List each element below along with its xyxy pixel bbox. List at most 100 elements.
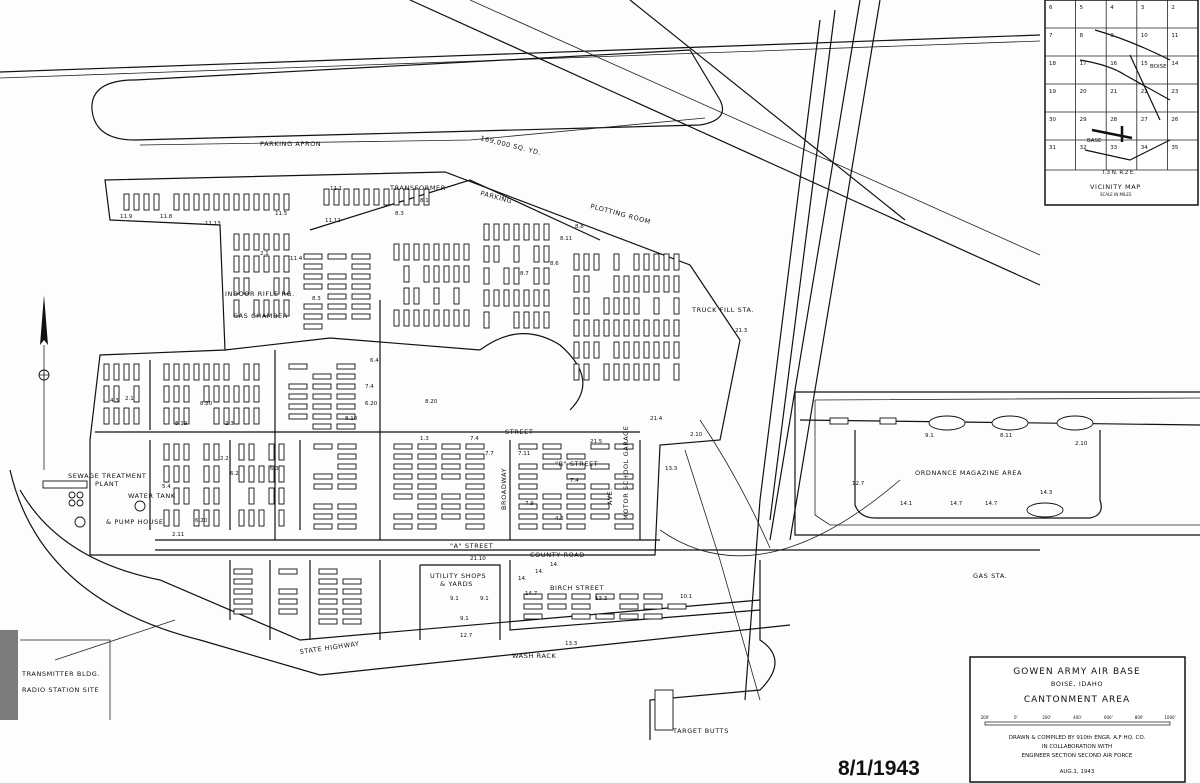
building [253,299,260,317]
building [533,289,540,307]
building [590,443,610,450]
building-number: 21.4 [650,416,663,422]
building-number: 11.1 [330,186,342,192]
building-number: 13.3 [565,641,578,647]
building-number: 7.9 [525,501,534,507]
credit-line1: DRAWN & COMPILED BY 910th ENGR. A.F HQ. … [1009,735,1146,741]
building [614,513,634,520]
building [288,393,308,400]
building [342,608,362,615]
vicinity-section-number: 32 [1080,145,1087,151]
building-number: 14.7 [525,591,538,597]
building [393,309,400,327]
building [203,443,210,461]
building [337,443,357,450]
building [518,523,538,530]
building [542,503,562,510]
building [327,283,347,290]
building [351,303,371,310]
building [566,483,586,490]
building [336,363,356,370]
label-broadway: BROADWAY [500,468,508,510]
vicinity-section-number: 14 [1171,61,1178,67]
building [243,407,250,425]
building [613,275,620,293]
vicinity-section-number: 33 [1110,145,1117,151]
building [233,385,240,403]
building [453,265,460,283]
building [443,265,450,283]
building [273,299,280,317]
building [133,193,140,211]
building [123,193,130,211]
building [253,255,260,273]
vicinity-section-number: 10 [1141,33,1148,39]
building [123,407,130,425]
building [123,363,130,381]
building [542,513,562,520]
title-line2: BOISE, IDAHO [1051,680,1103,688]
building [238,443,245,461]
building [413,188,420,206]
building [351,293,371,300]
vicinity-section-number: 23 [1171,89,1178,95]
building [327,253,347,260]
vicinity-section-number: 17 [1080,61,1087,67]
building [653,319,660,337]
building [573,341,580,359]
building [633,275,640,293]
building-number: 4.2 [555,516,564,522]
building [623,297,630,315]
ordnance-magazine-area: ORDNANCE MAGAZINE AREA GAS STA. [794,391,1200,580]
building [327,313,347,320]
building [312,423,332,430]
building [403,265,410,283]
building [303,283,323,290]
building [523,223,530,241]
building [337,463,357,470]
building [203,487,210,505]
building [342,618,362,625]
vicinity-section-number: 30 [1049,117,1056,123]
building [583,253,590,271]
building [667,603,687,610]
building [278,598,298,605]
building-number: 12.7 [460,633,473,639]
vicinity-section-number: 19 [1049,89,1056,95]
building [533,267,540,285]
building [233,588,253,595]
vicinity-section-number: 28 [1110,117,1117,123]
building [523,613,543,620]
building-number: 6.4 [370,358,379,364]
building-number: 14. [535,569,544,575]
building [233,407,240,425]
building [313,503,333,510]
building [303,253,323,260]
building [433,287,440,305]
building [258,509,265,527]
building [173,465,180,483]
building-number: 6.20 [195,518,208,524]
building [263,233,270,251]
building [373,188,380,206]
building [593,319,600,337]
building [643,593,663,600]
building [223,363,230,381]
building [465,493,485,500]
building-number: 2.10 [1075,441,1088,447]
building-number: 8.7 [520,271,529,277]
building-number: 14. [518,576,527,582]
building [543,245,550,263]
scale-tick-label: 600' [1104,715,1113,720]
building [619,603,639,610]
building [613,297,620,315]
building [513,223,520,241]
building [613,319,620,337]
building [173,443,180,461]
building [465,483,485,490]
building-number: 2.2 [220,456,229,462]
building [663,275,670,293]
building [503,223,510,241]
building [336,403,356,410]
